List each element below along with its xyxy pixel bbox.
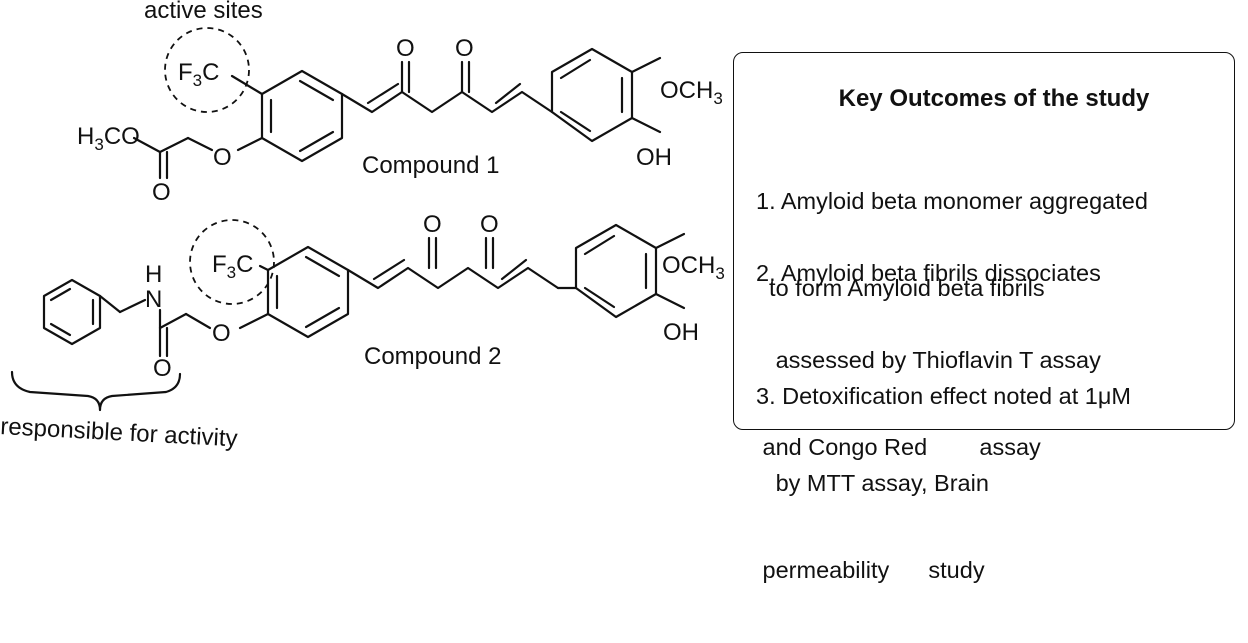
o-atom: O bbox=[212, 320, 231, 347]
outcome-item-3: 3. Detoxification effect noted at 1μM by… bbox=[756, 324, 1131, 643]
f3c-label-1: F3C bbox=[178, 59, 219, 90]
o-atom: O bbox=[455, 35, 474, 62]
active-sites-label: active sites bbox=[144, 0, 263, 24]
o-atom: O bbox=[396, 35, 415, 62]
outcome-line: to form Amyloid beta fibrils bbox=[756, 275, 1045, 301]
outcome-line: 1. Amyloid beta monomer aggregated bbox=[756, 188, 1148, 214]
outcome-line: by MTT assay, Brain bbox=[756, 470, 989, 496]
o-atom: O bbox=[480, 211, 499, 238]
compound-1-caption: Compound 1 bbox=[362, 152, 499, 179]
active-site-circle-2 bbox=[189, 219, 275, 305]
o-atom: O bbox=[152, 179, 171, 206]
outcome-item-2: 2. Amyloid beta fibrils dissociates asse… bbox=[756, 201, 1101, 520]
hydroxyl-label-2: OH bbox=[663, 319, 699, 346]
amide-h-atom: H bbox=[145, 261, 162, 288]
amide-n-atom: N bbox=[145, 286, 162, 313]
outcome-line: 2. Amyloid beta fibrils dissociates bbox=[756, 260, 1101, 286]
key-outcomes-box: Key Outcomes of the study 1. Amyloid bet… bbox=[733, 52, 1235, 583]
responsible-for-activity-label: responsible for activity bbox=[0, 413, 238, 452]
f3c-label-2: F3C bbox=[212, 251, 253, 282]
compound-1-structure: active sites F3C O O H3CO O O bbox=[77, 0, 723, 206]
o-atom: O bbox=[153, 355, 172, 382]
reaction-figure: active sites F3C O O H3CO O O bbox=[0, 0, 725, 452]
active-site-circle-1 bbox=[164, 27, 250, 113]
outcome-line: and Congo Red assay bbox=[756, 434, 1041, 460]
outcome-item-1: 1. Amyloid beta monomer aggregated to fo… bbox=[756, 129, 1148, 361]
hydroxyl-label-1: OH bbox=[636, 144, 672, 171]
activity-brace bbox=[10, 370, 182, 412]
ester-methoxy-label: H3CO bbox=[77, 123, 140, 154]
outcome-line: permeability study bbox=[756, 557, 985, 583]
outcome-line: 3. Detoxification effect noted at 1μM bbox=[756, 383, 1131, 409]
outcome-line: assessed by Thioflavin T assay bbox=[756, 347, 1101, 373]
compound-2-structure: F3C O O N H O O bbox=[42, 211, 725, 382]
o-atom: O bbox=[213, 144, 232, 171]
key-outcomes-title: Key Outcomes of the study bbox=[838, 85, 1150, 112]
compound-2-caption: Compound 2 bbox=[364, 343, 501, 370]
methoxy-label-2: OCH3 bbox=[662, 252, 725, 283]
methoxy-label-1: OCH3 bbox=[660, 77, 723, 108]
o-atom: O bbox=[423, 211, 442, 238]
